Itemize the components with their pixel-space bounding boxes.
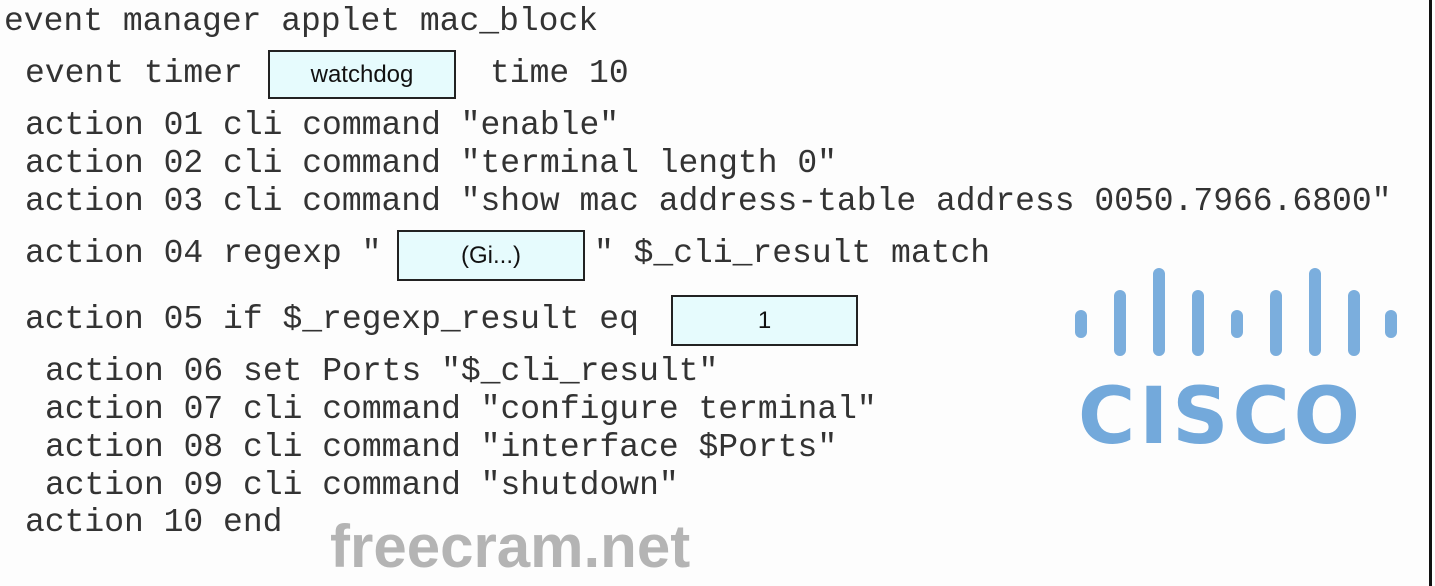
code-line-action10: action 10 end	[25, 504, 283, 541]
code-line-action04-rest: " $_cli_result match	[594, 235, 991, 272]
code-line-action09: action 09 cli command "shutdown"	[45, 467, 679, 504]
cisco-bar	[1075, 310, 1087, 338]
frame-border	[1429, 0, 1432, 586]
code-line-action06: action 06 set Ports "$_cli_result"	[45, 353, 719, 390]
code-line-event-timer: event timer	[25, 55, 243, 92]
code-line-action05: action 05 if $_regexp_result eq	[25, 301, 639, 338]
cisco-bar	[1385, 310, 1397, 338]
code-line-applet: event manager applet mac_block	[4, 3, 599, 40]
cisco-bar	[1270, 290, 1282, 356]
cisco-bar	[1309, 268, 1321, 356]
answer-box-eq-value[interactable]: 1	[671, 295, 858, 346]
cisco-bar	[1192, 290, 1204, 356]
watermark-text: freecram.net	[330, 513, 691, 580]
code-line-action07: action 07 cli command "configure termina…	[45, 391, 877, 428]
answer-box-timer-type[interactable]: watchdog	[268, 50, 456, 99]
code-line-action04: action 04 regexp "	[25, 235, 382, 272]
cisco-bar	[1114, 290, 1126, 356]
code-line-action08: action 08 cli command "interface $Ports"	[45, 429, 838, 466]
code-line-action01: action 01 cli command "enable"	[25, 107, 620, 144]
code-line-action02: action 02 cli command "terminal length 0…	[25, 145, 837, 182]
cisco-bar	[1348, 290, 1360, 356]
code-line-event-time: time 10	[490, 55, 629, 92]
code-line-action03: action 03 cli command "show mac address-…	[25, 183, 1392, 220]
cisco-bar	[1231, 310, 1243, 338]
cisco-logo-text: CISCO	[1078, 372, 1364, 462]
cisco-bar	[1153, 268, 1165, 356]
answer-box-regexp[interactable]: (Gi...)	[397, 230, 585, 281]
